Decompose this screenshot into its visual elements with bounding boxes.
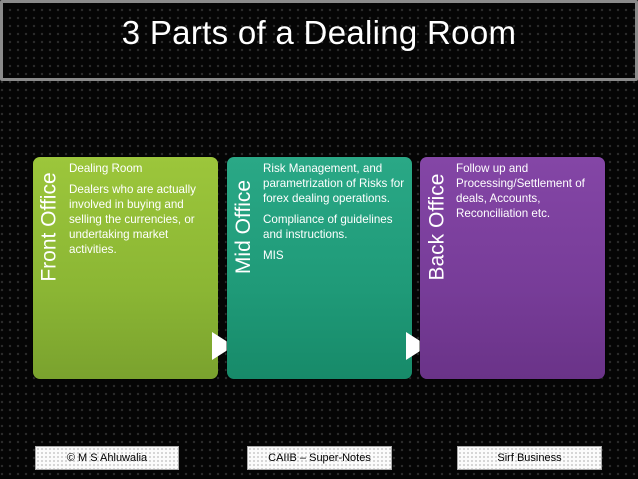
front-office-content: Dealing Room Dealers who are actually in…: [69, 161, 215, 263]
footer-right-text: Sirf Business: [497, 452, 562, 464]
front-office-line-1: Dealing Room: [69, 162, 143, 175]
mid-office-label: Mid Office: [232, 179, 255, 275]
mid-office-line-2: Compliance of guidelines and instruction…: [263, 213, 393, 241]
card-front-office: Front Office Dealing Room Dealers who ar…: [33, 157, 218, 379]
footer-center-text: CAIIB – Super-Notes: [268, 452, 371, 464]
front-office-label: Front Office: [38, 172, 62, 282]
title-bar: [0, 0, 638, 81]
footer-left-text: © M S Ahluwalia: [66, 452, 148, 464]
front-office-line-2: Dealers who are actually involved in buy…: [69, 183, 196, 256]
card-back-office: Back Office Follow up and Processing/Set…: [420, 157, 605, 379]
back-office-line-1: Follow up and Processing/Settlement of d…: [456, 162, 585, 220]
back-office-label: Back Office: [425, 173, 448, 281]
mid-office-line-3: MIS: [263, 249, 284, 262]
page-title: 3 Parts of a Dealing Room: [121, 14, 517, 51]
footer-center: CAIIB – Super-Notes: [247, 446, 392, 470]
back-office-content: Follow up and Processing/Settlement of d…: [456, 161, 602, 227]
mid-office-content: Risk Management, and parametrization of …: [263, 161, 409, 269]
card-mid-office: Mid Office Risk Management, and parametr…: [227, 157, 412, 379]
mid-office-line-1: Risk Management, and parametrization of …: [263, 162, 405, 205]
footer-right: Sirf Business: [457, 446, 602, 470]
footer-left: © M S Ahluwalia: [35, 446, 179, 470]
